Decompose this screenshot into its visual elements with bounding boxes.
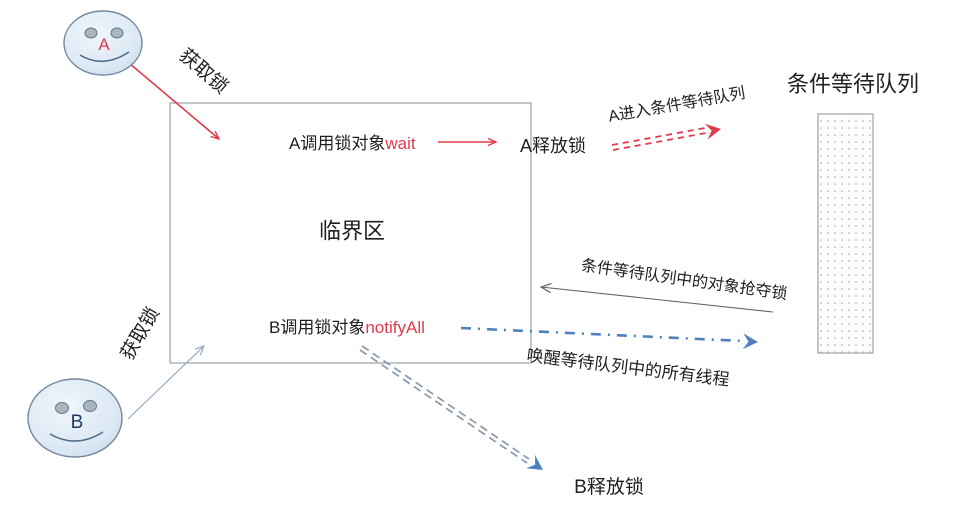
- thread-a-face: A: [63, 10, 143, 76]
- condition-queue-title: 条件等待队列: [786, 71, 920, 97]
- thread-a-label: A: [98, 35, 110, 54]
- arrow-b-release: [359, 345, 543, 470]
- label-a-call-method: wait: [385, 134, 416, 153]
- label-b-call-method: notifyAll: [365, 318, 425, 337]
- thread-b-face: B: [27, 378, 123, 458]
- arrow-queue-grab-lock: [539, 283, 774, 313]
- arrow-b-acquire-lock: [127, 344, 206, 420]
- label-a-release-lock: A释放锁: [520, 136, 587, 156]
- condition-queue-box: [817, 113, 874, 354]
- label-a-call-wait: A调用锁对象wait: [289, 134, 416, 154]
- label-b-call-notifyall: B调用锁对象notifyAll: [269, 318, 425, 338]
- label-b-release-lock: B释放锁: [574, 477, 644, 499]
- arrow-notifyall-wake: [460, 326, 758, 350]
- arrow-a-enter-queue: [611, 123, 721, 151]
- critical-section-title: 临界区: [318, 218, 386, 244]
- critical-section-box: [169, 102, 532, 364]
- arrow-a-acquire-lock: [128, 62, 221, 141]
- label-b-call-prefix: B调用锁对象: [269, 318, 366, 337]
- thread-b-label: B: [71, 412, 84, 433]
- label-a-call-prefix: A调用锁对象: [289, 134, 386, 153]
